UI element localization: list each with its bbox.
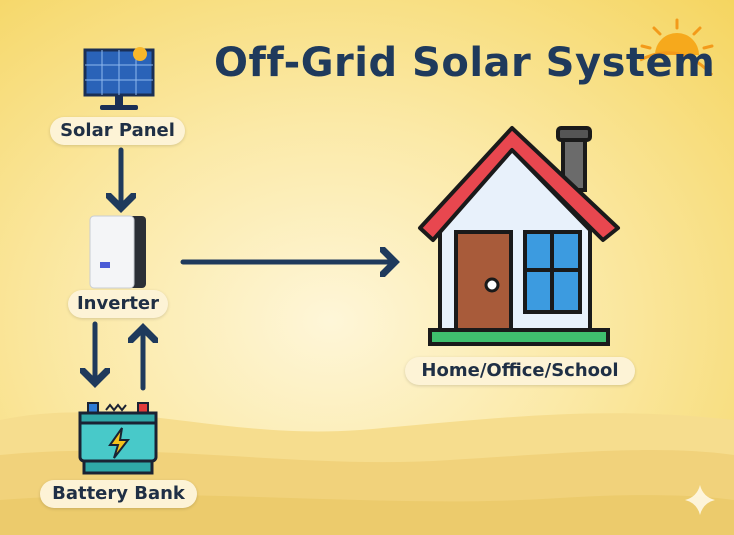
sun-icon (639, 18, 714, 77)
solar-panel-icon (83, 47, 155, 110)
label-solar-panel: Solar Panel (50, 117, 185, 145)
sparkle-icon (685, 485, 715, 515)
label-inverter: Inverter (68, 290, 168, 318)
battery-icon (78, 402, 158, 475)
page-title: Off-Grid Solar System (214, 40, 716, 86)
flow-arrows (95, 147, 395, 391)
label-battery-bank: Battery Bank (40, 480, 197, 508)
house-icon (418, 126, 620, 346)
label-home: Home/Office/School (405, 357, 635, 385)
inverter-icon (89, 215, 146, 289)
